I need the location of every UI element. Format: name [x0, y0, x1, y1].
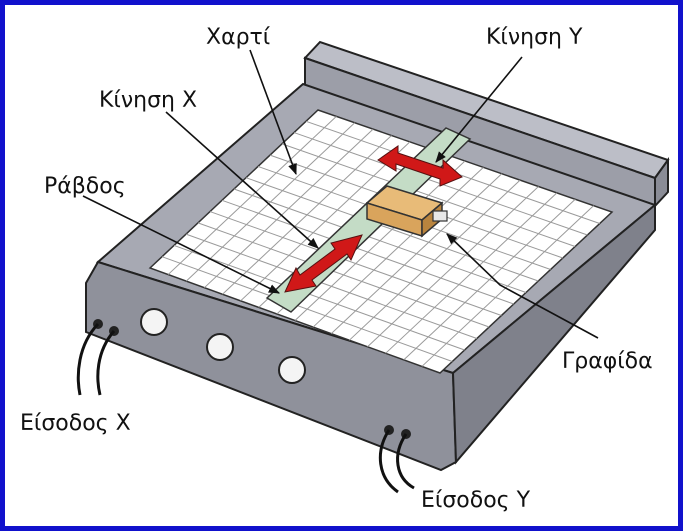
label-x-input: Είσοδος Χ [20, 411, 131, 436]
right-side [451, 202, 656, 465]
back-wall [303, 40, 670, 209]
knob-1 [140, 308, 168, 336]
x-input-cables [76, 322, 116, 396]
y-input-cables [378, 429, 415, 494]
leader-lines [82, 49, 599, 339]
x-motion-arrow [284, 234, 363, 293]
knob-3 [278, 356, 306, 384]
label-x-motion: Κίνηση Χ [99, 88, 197, 113]
label-y-input: Είσοδος Υ [421, 488, 531, 513]
label-pen: Γραφίδα [562, 349, 653, 374]
label-rod: Ράβδος [44, 174, 126, 199]
knob-2 [206, 333, 234, 361]
label-paper: Χαρτί [206, 25, 271, 50]
y-motion-arrow [377, 145, 463, 187]
paper-sheet [148, 109, 614, 374]
label-y-motion: Κίνηση Υ [486, 25, 583, 50]
control-knobs [140, 308, 306, 384]
pen-carriage [365, 185, 448, 238]
